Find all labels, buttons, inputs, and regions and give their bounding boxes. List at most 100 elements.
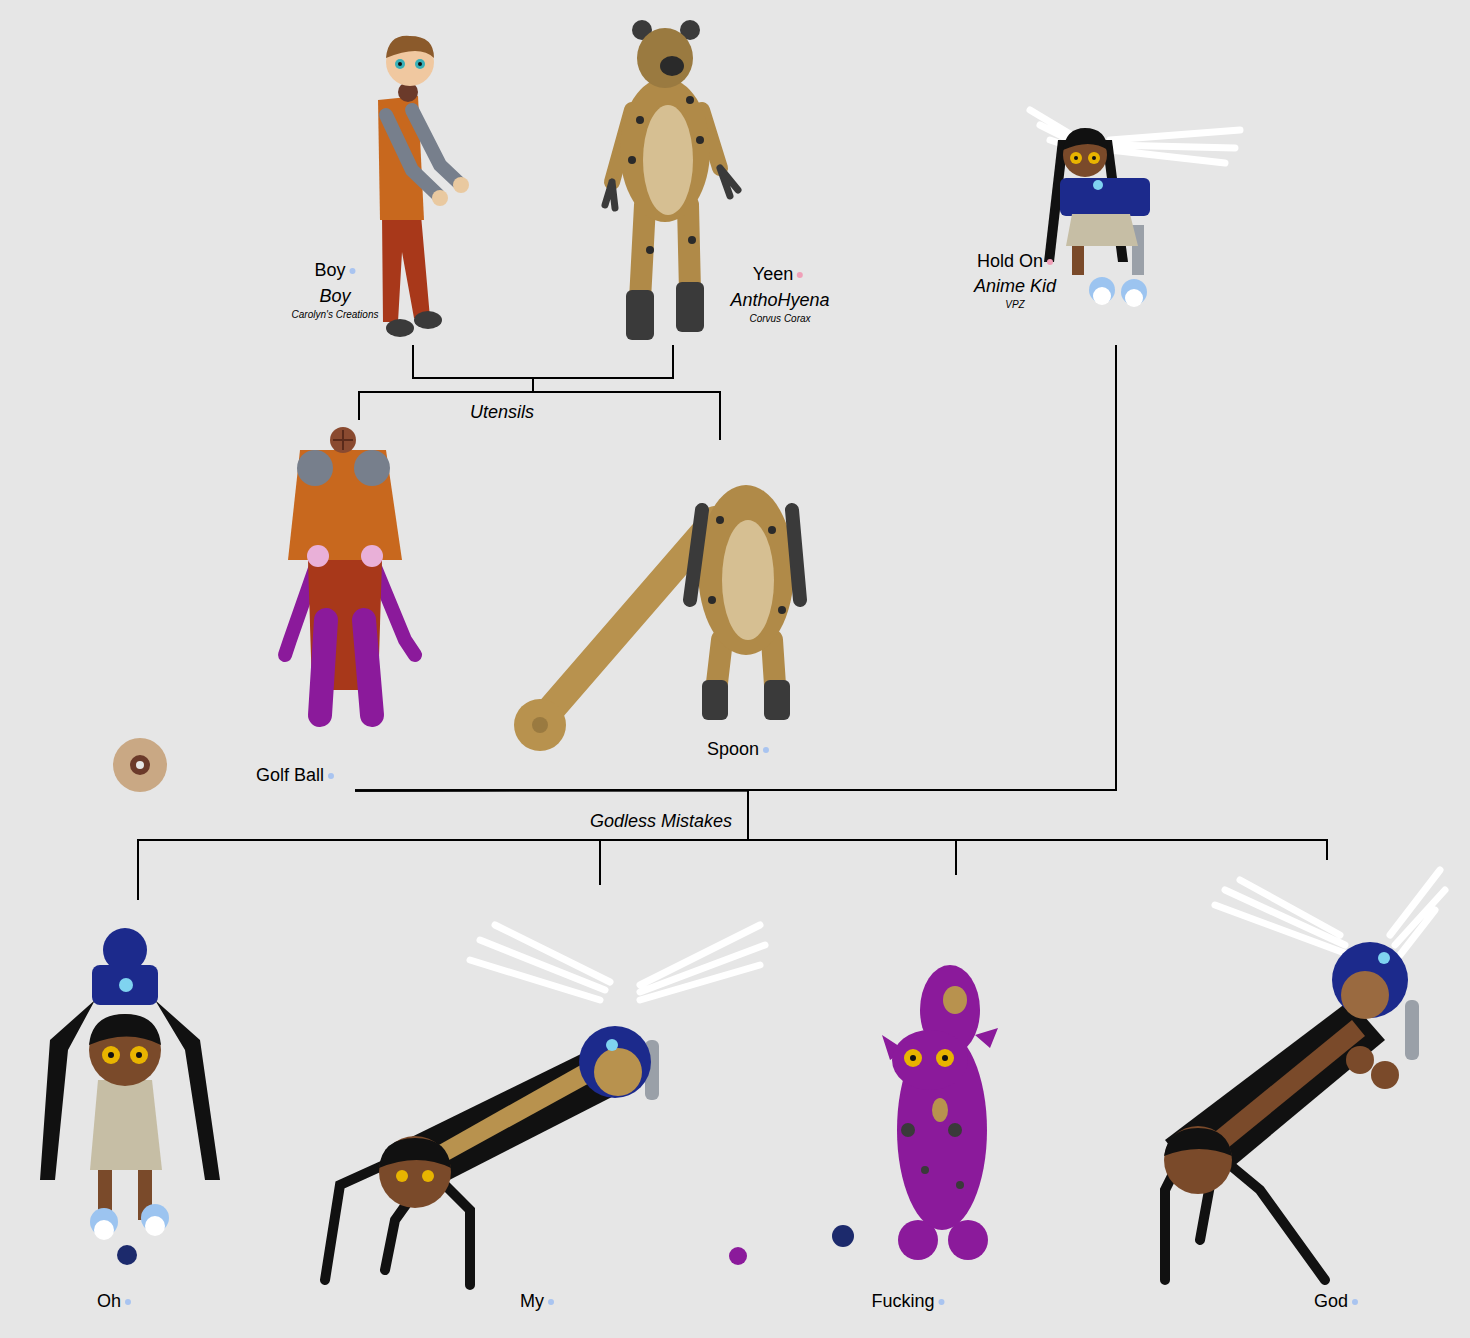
my-figure-part — [470, 925, 765, 1000]
my-figure-part — [606, 1039, 618, 1051]
family-connector — [748, 345, 1116, 875]
spoon-figure-part — [540, 520, 715, 722]
my-figure — [325, 925, 765, 1285]
spoon-figure-part — [778, 606, 786, 614]
character-node: Spoon — [500, 440, 810, 765]
god-figure-part — [1164, 1128, 1232, 1156]
my-figure-part — [422, 1170, 434, 1182]
spoon-figure-part — [698, 485, 794, 655]
anime-kid-figure-part — [1060, 178, 1150, 216]
boy-figure-part — [412, 110, 458, 182]
anime-kid-figure-part — [1063, 128, 1108, 150]
credit-label: Carolyn's Creations — [292, 309, 379, 321]
fucking-figure-part — [956, 1181, 964, 1189]
god-figure-part — [1346, 1046, 1374, 1074]
golf-ball-figure-part — [333, 430, 353, 450]
family-connector — [355, 790, 748, 885]
spoon-figure-part — [764, 680, 790, 720]
boy-figure-part — [432, 190, 448, 206]
fucking-figure — [729, 965, 998, 1265]
hyena-figure-part — [688, 236, 696, 244]
character-name: Boy — [314, 260, 355, 282]
hyena-figure-part — [686, 96, 694, 104]
hyena-figure-part — [620, 78, 710, 222]
credit-label: Corvus Corax — [749, 313, 810, 325]
fucking-figure-part — [901, 1123, 915, 1137]
golf-ball-figure-part — [361, 545, 383, 567]
golf-ball-figure-part — [297, 450, 333, 486]
character-name: Yeen — [753, 264, 803, 286]
anime-kid-figure-part — [1125, 289, 1143, 307]
character-node: BoyBoyCarolyn's Creations — [280, 28, 470, 345]
boy-figure-part — [395, 59, 405, 69]
god-figure-part — [1371, 1061, 1399, 1089]
anime-kid-figure — [1030, 110, 1240, 307]
oh-figure-part — [102, 1046, 120, 1064]
species-label: Anime Kid — [974, 276, 1056, 298]
golf-ball-figure — [113, 427, 415, 792]
golf-ball-figure-part — [364, 620, 372, 715]
fucking-figure-part — [729, 1247, 747, 1265]
character-node: My — [315, 885, 775, 1325]
hyena-figure-part — [628, 156, 636, 164]
my-figure-part — [379, 1136, 451, 1208]
hyena-figure-part — [660, 56, 684, 76]
boy-figure-part — [386, 36, 434, 58]
hyena-figure — [605, 20, 738, 340]
hyena-figure-part — [676, 282, 704, 332]
boy-figure-part — [418, 62, 422, 66]
god-figure-part — [1215, 870, 1445, 955]
hyena-figure-part — [640, 205, 645, 300]
species-label: Boy — [319, 286, 350, 308]
oh-figure-part — [92, 965, 158, 1005]
boy-figure — [378, 36, 469, 337]
hyena-figure-part — [637, 28, 693, 88]
spoon-figure-part — [702, 680, 728, 720]
hyena-figure-part — [643, 105, 693, 215]
credit-label: VPZ — [1005, 299, 1024, 311]
boy-figure-part — [453, 177, 469, 193]
hyena-figure-part — [646, 246, 654, 254]
hyena-figure-part — [696, 136, 704, 144]
my-figure-part — [396, 1170, 408, 1182]
spoon-figure-part — [768, 526, 776, 534]
fucking-figure-part — [910, 1055, 916, 1061]
character-name: God — [1314, 1291, 1358, 1313]
oh-figure-part — [108, 1052, 114, 1058]
boy-figure-part — [382, 215, 430, 322]
boy-figure-part — [414, 311, 442, 329]
anime-kid-figure-part — [1092, 156, 1096, 160]
fucking-figure-part — [921, 1166, 929, 1174]
boy-figure-part — [398, 62, 402, 66]
oh-figure-part — [145, 1216, 165, 1236]
hyena-figure-part — [626, 290, 654, 340]
god-figure-part — [1341, 971, 1389, 1019]
golf-ball-figure-part — [330, 427, 356, 453]
family-connector — [533, 345, 720, 440]
family-connector — [355, 790, 1327, 860]
character-name: Spoon — [707, 739, 769, 761]
golf-ball-figure-part — [288, 450, 402, 560]
character-node: Oh — [30, 900, 230, 1325]
golf-ball-figure-part — [136, 761, 144, 769]
union-label: Godless Mistakes — [587, 811, 735, 833]
fucking-figure-part — [897, 1030, 987, 1230]
golf-ball-figure-part — [307, 545, 329, 567]
character-node: Hold OnAnime KidVPZ — [950, 100, 1250, 345]
fucking-figure-part — [892, 1030, 968, 1090]
union-label: Utensils — [467, 402, 537, 424]
character-node: Fucking — [860, 875, 1015, 1325]
oh-figure-part — [130, 1046, 148, 1064]
character-name: Fucking — [871, 1291, 944, 1313]
family-connector — [138, 790, 748, 900]
oh-figure-part — [40, 1000, 95, 1180]
fucking-figure-part — [932, 1098, 948, 1122]
fucking-figure-part — [832, 1225, 854, 1247]
fucking-figure-part — [943, 986, 967, 1014]
god-figure-part — [1378, 952, 1390, 964]
spoon-figure-part — [708, 596, 716, 604]
spoon-figure-part — [514, 699, 566, 751]
